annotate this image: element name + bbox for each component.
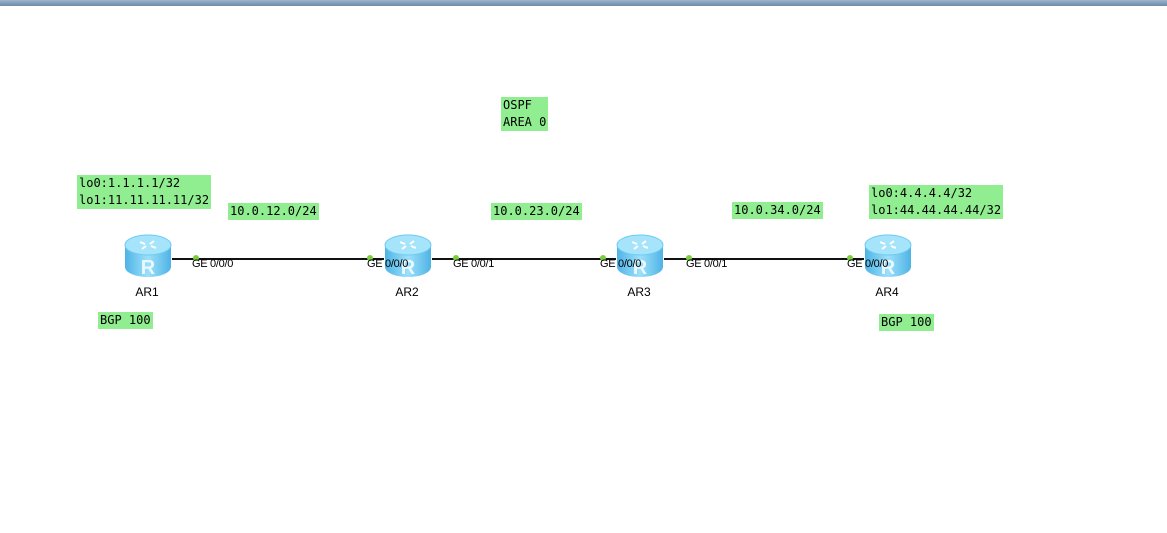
network-34-note[interactable]: 10.0.34.0/24	[732, 202, 823, 219]
port-dot-ar2-ge000	[367, 255, 373, 261]
port-dot-ar4-ge000	[847, 255, 853, 261]
network-23-note[interactable]: 10.0.23.0/24	[491, 203, 582, 220]
port-label-ar3-ge001: GE 0/0/1	[686, 258, 728, 270]
ar1-loopback-note[interactable]: lo0:1.1.1.1/32 lo1:11.11.11.11/32	[77, 175, 212, 209]
router-label-ar2: AR2	[395, 285, 419, 299]
router-label-ar4: AR4	[875, 285, 899, 299]
port-label-ar3-ge000: GE 0/0/0	[600, 258, 642, 270]
router-icon-ar1[interactable]	[123, 233, 173, 279]
link-ar1-ar2[interactable]	[172, 258, 384, 260]
router-label-ar3: AR3	[627, 285, 651, 299]
port-label-ar2-ge001: GE 0/0/1	[453, 258, 495, 270]
router-icon-ar4[interactable]	[863, 233, 913, 279]
port-label-ar4-ge000: GE 0/0/0	[847, 258, 889, 270]
link-ar3-ar4[interactable]	[664, 258, 864, 260]
network-12-note[interactable]: 10.0.12.0/24	[228, 203, 319, 220]
router-label-ar1: AR1	[135, 285, 159, 299]
port-dot-ar3-ge001	[686, 255, 692, 261]
port-label-ar2-ge000: GE 0/0/0	[367, 258, 409, 270]
ar4-bgp-note[interactable]: BGP 100	[879, 314, 934, 331]
router-icon-ar3[interactable]	[615, 233, 665, 279]
ospf-area-note[interactable]: OSPF AREA 0	[501, 97, 549, 131]
ar1-bgp-note[interactable]: BGP 100	[98, 312, 153, 329]
ar4-loopback-note[interactable]: lo0:4.4.4.4/32 lo1:44.44.44.44/32	[869, 185, 1004, 219]
port-dot-ar2-ge001	[453, 255, 459, 261]
port-label-ar1-ge000: GE 0/0/0	[192, 258, 234, 270]
router-icon-ar2[interactable]	[383, 233, 433, 279]
port-dot-ar3-ge000	[600, 255, 606, 261]
port-dot-ar1-ge000	[193, 255, 199, 261]
link-ar2-ar3[interactable]	[432, 258, 616, 260]
window-title-bar	[0, 0, 1167, 6]
